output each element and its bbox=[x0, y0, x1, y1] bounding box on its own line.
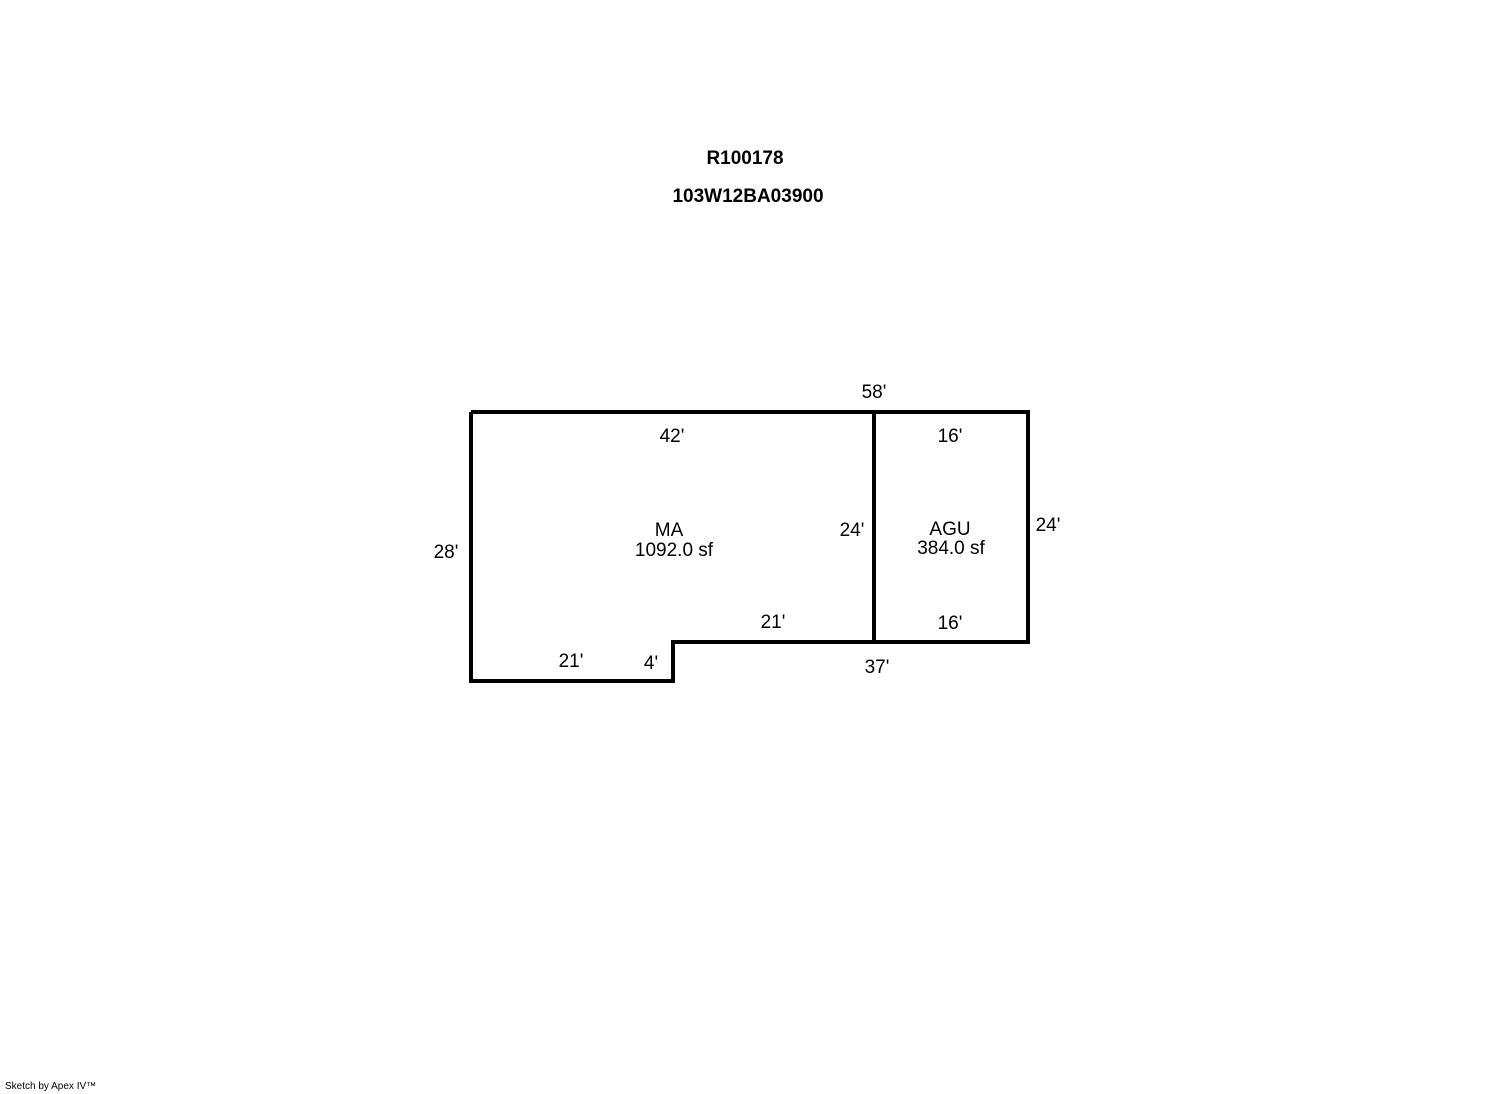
dim-ma-bottom-left: 21' bbox=[559, 651, 584, 672]
agu-size: 384.0 sf bbox=[917, 538, 985, 559]
map-tax-lot: 103W12BA03900 bbox=[672, 186, 824, 207]
dim-agu-top: 16' bbox=[938, 426, 963, 447]
ma-code: MA bbox=[655, 520, 684, 541]
dim-overall-bottom: 37' bbox=[865, 657, 890, 678]
footer-credit: Sketch by Apex IV™ bbox=[5, 1081, 97, 1092]
agu-code: AGU bbox=[929, 519, 970, 540]
ma-size: 1092.0 sf bbox=[635, 540, 714, 561]
dim-ma-notch: 4' bbox=[644, 653, 658, 674]
agu-outline bbox=[874, 410, 1030, 644]
dim-agu-right: 24' bbox=[1036, 515, 1061, 536]
dim-ma-shared: 24' bbox=[840, 520, 865, 541]
dim-ma-left: 28' bbox=[434, 542, 459, 563]
dim-ma-bottom-right: 21' bbox=[761, 612, 786, 633]
parcel-id: R100178 bbox=[706, 148, 784, 169]
dim-overall-top: 58' bbox=[862, 382, 887, 403]
dim-ma-top: 42' bbox=[660, 426, 685, 447]
dim-agu-bottom: 16' bbox=[938, 613, 963, 634]
